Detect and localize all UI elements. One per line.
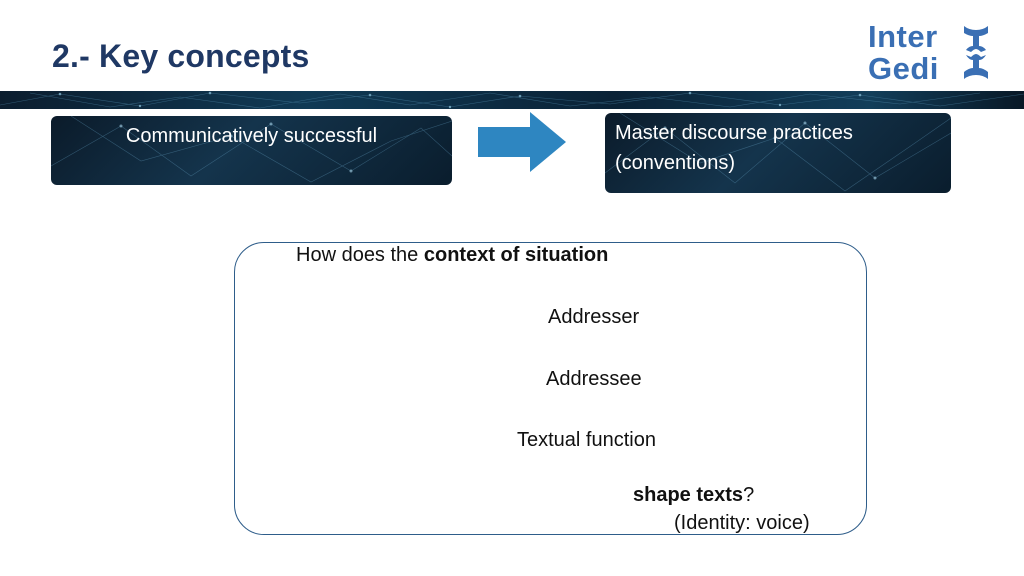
- question-line1: How does the context of situation: [296, 244, 608, 267]
- crossed-bones-icon: [964, 26, 988, 79]
- identity-note: (Identity: voice): [674, 512, 810, 534]
- logo-word-gedi: Gedi: [868, 51, 939, 86]
- question-emphasis: context of situation: [423, 244, 609, 266]
- item-addresser: Addresser: [548, 306, 640, 328]
- box-label-from: Communicatively successful: [125, 125, 378, 147]
- question-closing: shape texts?: [633, 484, 754, 507]
- question-mark: ?: [743, 484, 755, 506]
- decorative-network-banner: [0, 91, 1024, 109]
- box-label-to-line2: (conventions): [615, 152, 736, 174]
- intergedi-logo: Inter Gedi: [868, 10, 998, 86]
- master-discourse-practices-box: Master discourse practices (conventions): [605, 113, 951, 193]
- right-arrow-icon: [478, 112, 566, 172]
- logo-word-inter: Inter: [868, 19, 938, 54]
- communicatively-successful-box: Communicatively successful: [51, 116, 452, 185]
- question-prefix: How does the: [296, 244, 424, 266]
- item-textual-function: Textual function: [517, 429, 656, 451]
- item-addressee: Addressee: [546, 368, 642, 390]
- box-label-to-line1: Master discourse practices: [615, 122, 853, 144]
- closing-emphasis: shape texts: [633, 484, 744, 506]
- slide-title: 2.- Key concepts: [52, 38, 310, 74]
- question-box: [234, 242, 867, 535]
